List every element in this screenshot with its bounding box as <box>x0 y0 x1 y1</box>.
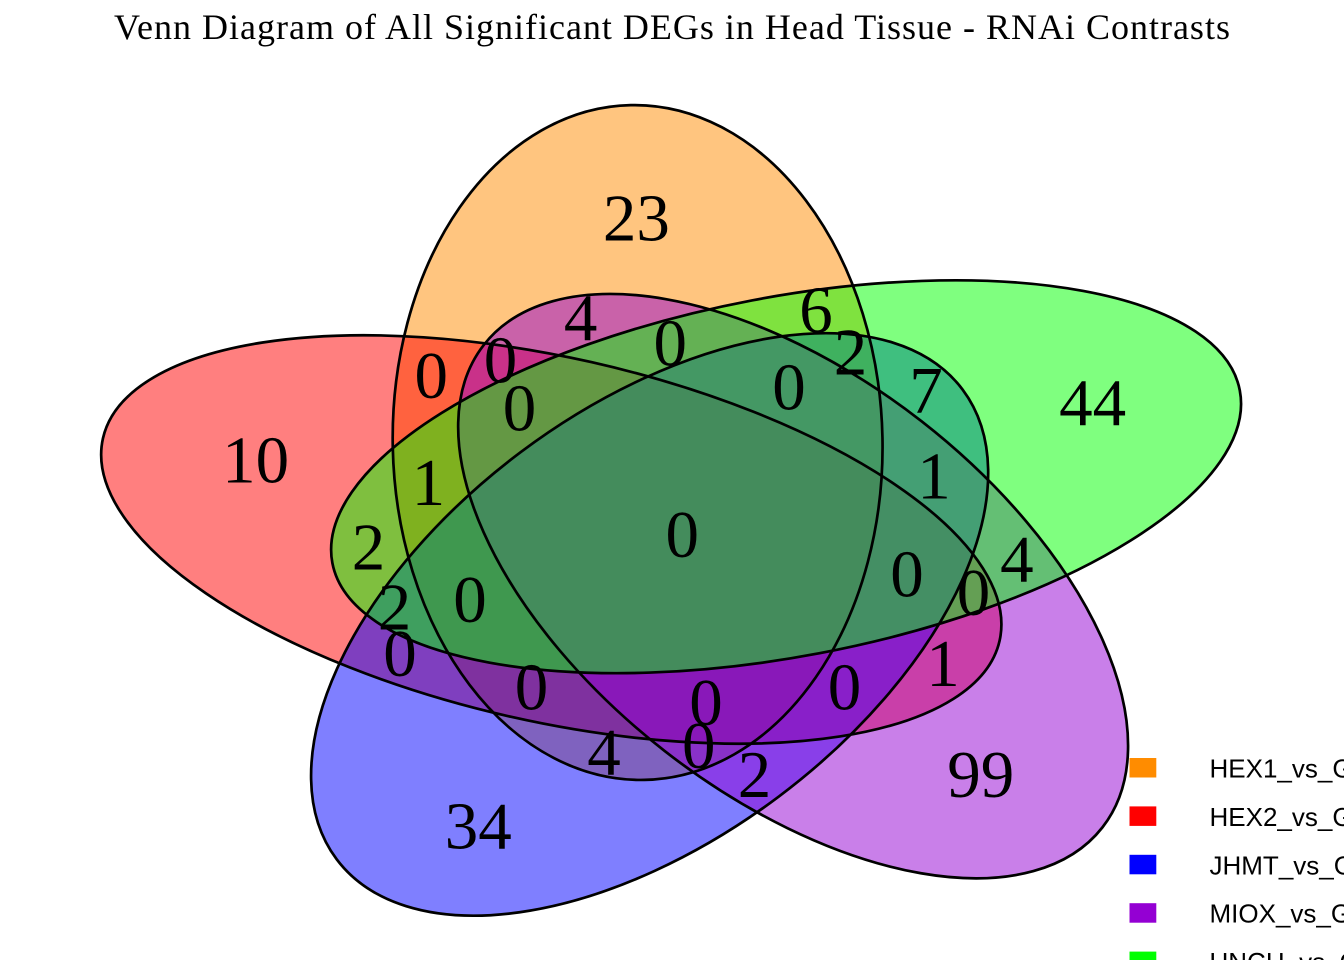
svg-text:0: 0 <box>772 351 806 425</box>
svg-text:6: 6 <box>799 274 833 348</box>
svg-text:0: 0 <box>666 498 700 572</box>
svg-text:MIOX_vs_GFP: MIOX_vs_GFP <box>1210 899 1344 929</box>
svg-text:2: 2 <box>834 316 868 390</box>
svg-text:HEX2_vs_GFP: HEX2_vs_GFP <box>1210 802 1344 832</box>
svg-text:0: 0 <box>503 372 537 446</box>
svg-text:0: 0 <box>484 323 518 397</box>
svg-text:4: 4 <box>587 716 621 790</box>
svg-text:0: 0 <box>689 666 723 740</box>
svg-text:0: 0 <box>515 651 549 725</box>
svg-text:0: 0 <box>653 307 687 381</box>
svg-text:0: 0 <box>682 709 716 783</box>
svg-text:1: 1 <box>926 627 960 701</box>
svg-text:44: 44 <box>1059 366 1126 440</box>
svg-text:7: 7 <box>909 354 943 428</box>
svg-text:1: 1 <box>412 446 446 520</box>
svg-text:34: 34 <box>445 789 512 863</box>
svg-text:0: 0 <box>383 617 417 691</box>
svg-text:4: 4 <box>1000 522 1034 596</box>
svg-text:99: 99 <box>947 738 1014 812</box>
svg-text:0: 0 <box>453 563 487 637</box>
svg-text:10: 10 <box>222 423 289 497</box>
svg-text:2: 2 <box>352 511 386 585</box>
svg-text:0: 0 <box>414 339 448 413</box>
svg-text:23: 23 <box>603 182 670 256</box>
svg-text:UNCH_vs_GFP: UNCH_vs_GFP <box>1210 947 1344 960</box>
svg-text:1: 1 <box>917 440 951 514</box>
svg-text:Venn Diagram of All Significan: Venn Diagram of All Significant DEGs in … <box>114 7 1231 47</box>
svg-text:0: 0 <box>890 538 924 612</box>
svg-text:2: 2 <box>378 571 412 645</box>
svg-text:0: 0 <box>828 651 862 725</box>
svg-text:0: 0 <box>957 556 991 630</box>
svg-text:HEX1_vs_GFP: HEX1_vs_GFP <box>1210 754 1344 784</box>
svg-text:4: 4 <box>564 281 598 355</box>
svg-text:JHMT_vs_GFP: JHMT_vs_GFP <box>1210 850 1344 880</box>
svg-text:2: 2 <box>738 738 772 812</box>
